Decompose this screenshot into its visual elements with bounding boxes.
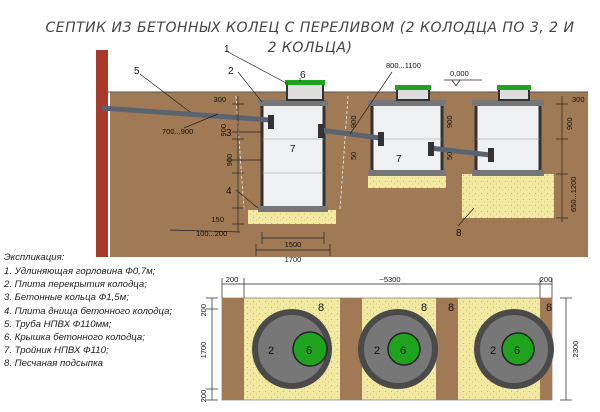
dim-650-1200: 650...1200 <box>569 177 578 212</box>
legend-item-7: 7. Тройник НПВХ Ф110; <box>4 345 109 357</box>
dim-150: 150 <box>211 215 224 224</box>
legend-item-1: 1. Удлиняющая горловина Ф0,7м; <box>4 266 156 277</box>
plan-soil-mid-2 <box>436 298 458 400</box>
dim-900-right: 900 <box>565 117 574 130</box>
well-3 <box>472 85 544 176</box>
tee-4 <box>428 142 434 156</box>
callout-2: 2 <box>228 66 234 77</box>
legend-item-8: 8. Песчаная подсыпка <box>4 358 103 370</box>
plan-well-3 <box>474 309 554 389</box>
legend-item-3: 3. Бетонные кольца Ф1,5м; <box>4 292 129 304</box>
plan-tag-8a: 8 <box>318 302 324 314</box>
legend: Экспликация: 1. Удлиняющая горловина Ф0,… <box>4 252 234 371</box>
plan-tag-8b: 8 <box>421 302 427 314</box>
well-1-lid <box>285 80 325 85</box>
level-mark: 0,000 <box>450 69 469 78</box>
well-1-bottom-slab <box>258 206 328 212</box>
plan-well-3-lid: 6 <box>514 345 520 357</box>
plan-tag-8d: 8 <box>546 302 552 314</box>
dim-1700: 1700 <box>285 255 302 264</box>
sand-bed-1 <box>248 210 336 224</box>
tee-1 <box>268 115 274 129</box>
inlet-pipe <box>101 105 271 123</box>
plan-well-1-slab: 2 <box>268 345 274 357</box>
dim-50-w3: 50 <box>349 152 358 160</box>
diagram-title: СЕПТИК ИЗ БЕТОННЫХ КОЛЕЦ С ПЕРЕЛИВОМ (2 … <box>45 20 575 56</box>
legend-item-4: 4. Плита днища бетонного колодца; <box>4 305 173 317</box>
dim-900-w2: 900 <box>445 115 454 128</box>
dim-300-right: 300 <box>572 95 585 104</box>
dim-800-1100: 800...1100 <box>386 61 421 70</box>
well-3-bottom-slab <box>472 170 544 176</box>
well-3-lid <box>497 85 531 90</box>
well-2-bottom-slab <box>368 170 446 176</box>
plan-well-2-slab: 2 <box>374 345 380 357</box>
dim-300: 300 <box>213 95 226 104</box>
callout-1: 1 <box>224 44 230 55</box>
callout-4: 4 <box>226 186 232 197</box>
plan-dim-200-top: 200 <box>199 304 208 317</box>
tee-2 <box>318 124 324 138</box>
tee-5 <box>488 148 494 162</box>
plan-soil-left <box>222 298 244 400</box>
dim-100-200: 100...200 <box>196 229 227 238</box>
well-2-cover-slab <box>368 100 446 106</box>
dim-700-900: 700...900 <box>162 127 193 136</box>
legend-item-5: 5. Труба НПВХ Ф110мм; <box>4 318 112 330</box>
callout-7a: 7 <box>290 144 296 155</box>
plan-dim-1700: 1700 <box>199 342 208 359</box>
legend-heading: Экспликация: <box>4 252 65 263</box>
callout-7b: 7 <box>396 154 402 165</box>
callout-6: 6 <box>300 70 306 81</box>
plan-well-2 <box>358 309 438 389</box>
dim-900a: 900 <box>219 124 228 137</box>
plan-well-1-lid: 6 <box>306 345 312 357</box>
plan-well-2-lid: 6 <box>400 345 406 357</box>
plan-dim-2300: 2300 <box>571 341 580 358</box>
plan-soil-mid-1 <box>340 298 362 400</box>
plan-well-3-slab: 2 <box>490 345 496 357</box>
plan-dim-overall: ~5300 <box>379 275 400 284</box>
plan-dim-200-right: 200 <box>540 275 553 284</box>
well-3-cover-slab <box>472 100 544 106</box>
plan-tag-8c: 8 <box>448 302 454 314</box>
dim-50-w2: 50 <box>445 152 454 160</box>
well-3-rings <box>474 102 542 174</box>
dim-1500: 1500 <box>285 240 302 249</box>
plan-dim-200-left: 200 <box>226 275 239 284</box>
well-2-lid <box>395 85 431 90</box>
tee-3 <box>378 132 384 146</box>
dim-900b: 900 <box>225 154 234 167</box>
dim-900-w3: 900 <box>349 115 358 128</box>
legend-item-6: 6. Крышка бетонного колодца; <box>4 332 145 344</box>
sand-bed-2 <box>368 174 446 188</box>
plan-well-1 <box>252 309 332 389</box>
legend-item-2: 2. Плита перекрытия колодца; <box>4 279 147 291</box>
sand-bed-3 <box>462 174 554 218</box>
well-1-cover-slab <box>258 100 328 106</box>
well-1-neck <box>286 83 324 101</box>
overflow-pipe-2 <box>429 145 491 158</box>
plan-dim-200-bottom: 200 <box>199 390 208 403</box>
callout-3: 3 <box>226 128 232 139</box>
plan-view: 200 ~5300 200 200 1700 200 2300 8 8 8 8 … <box>199 275 580 402</box>
callout-5: 5 <box>134 66 140 77</box>
callout-8: 8 <box>456 228 462 239</box>
house-wall <box>96 50 108 257</box>
section-view: 300 900 900 150 100...200 700...900 800.… <box>96 44 588 264</box>
